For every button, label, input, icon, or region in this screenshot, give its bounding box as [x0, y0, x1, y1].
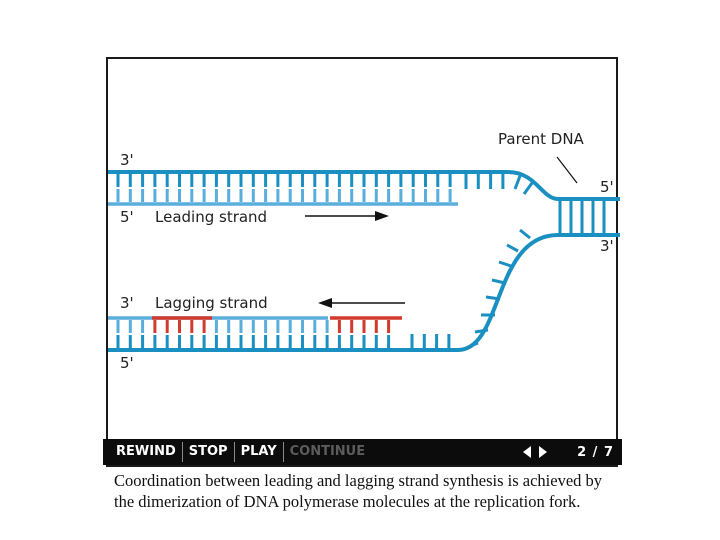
base-tick: [513, 175, 522, 190]
previous-arrow-icon[interactable]: [523, 446, 532, 458]
continue-button: CONTINUE: [289, 444, 366, 459]
base-tick: [522, 182, 534, 195]
rewind-button[interactable]: REWIND: [103, 442, 183, 462]
replication-fork-diagram: Parent DNA 3' 5' Leading strand 5' 3' 3'…: [108, 130, 620, 372]
leading-strand-label: Leading strand: [155, 208, 267, 226]
play-button[interactable]: PLAY: [235, 442, 284, 462]
right-3prime-label: 3': [600, 237, 614, 255]
parent-dna-label: Parent DNA: [498, 130, 585, 148]
parent-top-strand: [108, 170, 620, 201]
bottom-5prime-label: 5': [120, 354, 134, 372]
page-indicator: 2 / 7: [577, 444, 614, 460]
next-arrow-icon[interactable]: [539, 446, 548, 458]
parent-bottom-strand: [108, 233, 620, 352]
right-5prime-label: 5': [600, 178, 614, 196]
playback-controls: REWIND STOP PLAY CONTINUE 2 / 7: [103, 439, 622, 465]
ticks-layer: [116, 174, 606, 349]
caption-text: Coordination between leading and lagging…: [114, 471, 603, 511]
top-3prime-label: 3': [120, 151, 134, 169]
lagging-3prime-label: 3': [120, 294, 134, 312]
animation-frame: Parent DNA 3' 5' Leading strand 5' 3' 3'…: [106, 57, 620, 467]
base-tick: [519, 228, 531, 240]
stop-button[interactable]: STOP: [183, 442, 235, 462]
base-tick: [498, 260, 512, 268]
parent-dna-pointer: [556, 156, 578, 184]
leading-arrowhead: [375, 211, 389, 221]
base-tick: [506, 243, 519, 253]
leading-5prime-label: 5': [120, 208, 134, 226]
lagging-arrowhead: [318, 298, 332, 308]
lagging-strand-label: Lagging strand: [155, 294, 268, 312]
